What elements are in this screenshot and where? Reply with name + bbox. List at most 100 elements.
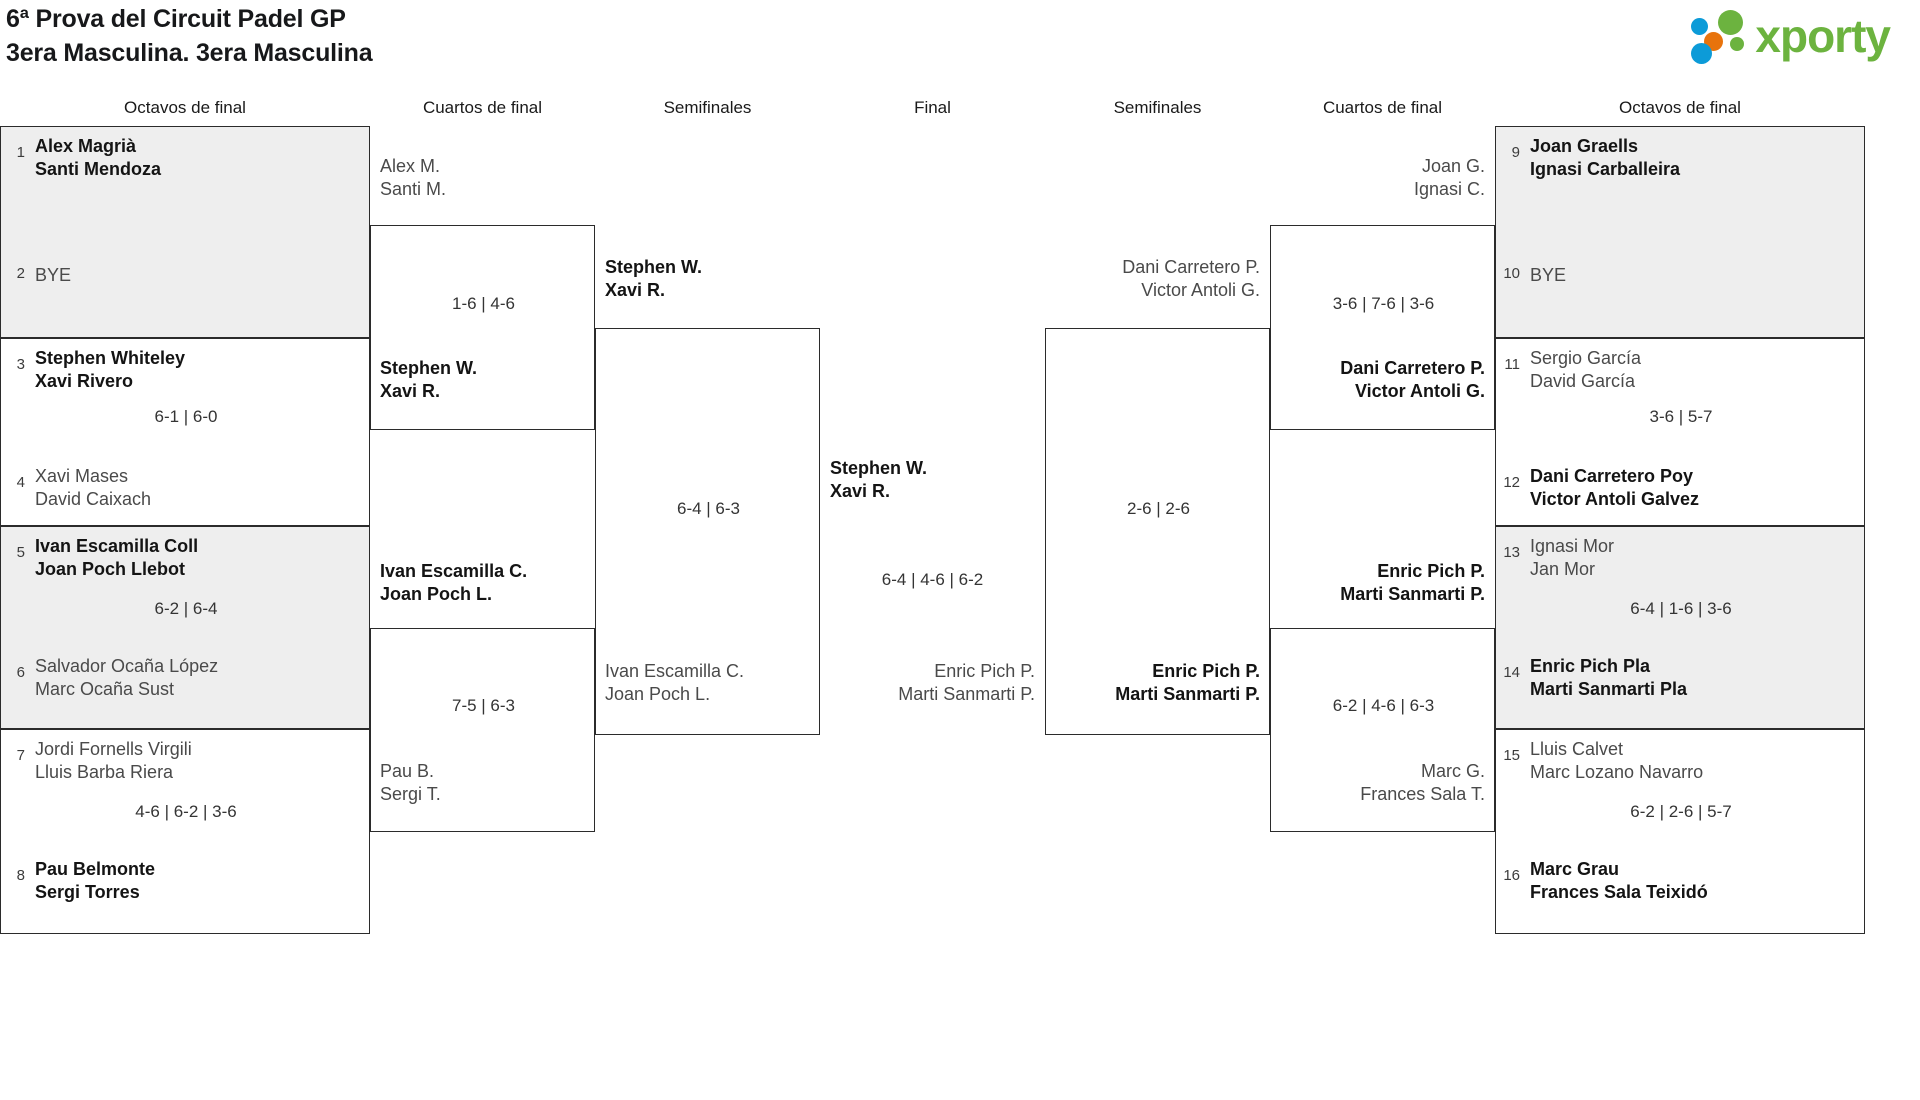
seed-number: 12 (1503, 474, 1520, 491)
team-r15: 15 Lluis Calvet Marc Lozano Navarro (1496, 738, 1703, 784)
team-rsf-bot: Enric Pich P. Marti Sanmarti P. (1115, 661, 1260, 704)
team-names: Salvador Ocaña López Marc Ocaña Sust (35, 656, 219, 699)
match-row-r3[interactable]: 13 Ignasi Mor Jan Mor 6-4 | 1-6 | 3-6 14… (1495, 526, 1865, 729)
score-l2: 6-1 | 6-0 (154, 407, 218, 426)
team-names: Joan Graells Ignasi Carballeira (1530, 136, 1681, 179)
team-l8: 8 Pau Belmonte Sergi Torres (1, 858, 155, 904)
team-r11: 11 Sergio García David García (1496, 347, 1641, 393)
team-l5: 5 Ivan Escamilla Coll Joan Poch Llebot (1, 535, 198, 581)
team-r16: 16 Marc Grau Frances Sala Teixidó (1496, 858, 1708, 904)
score-lsf: 6-4 | 6-3 (676, 499, 740, 518)
team-final-bot: Enric Pich P. Marti Sanmarti P. (898, 661, 1035, 704)
seed-number: 8 (16, 867, 25, 884)
team-names: Dani Carretero Poy Victor Antoli Galvez (1530, 466, 1700, 509)
team-lsf-bot: Ivan Escamilla C. Joan Poch L. (605, 661, 745, 704)
match-row-l3[interactable]: 5 Ivan Escamilla Coll Joan Poch Llebot 6… (0, 526, 370, 729)
team-r12: 12 Dani Carretero Poy Victor Antoli Galv… (1496, 465, 1699, 511)
team-lqf2-top: Ivan Escamilla C. Joan Poch L. (380, 561, 528, 604)
score-r2: 3-6 | 5-7 (1649, 407, 1713, 426)
bye-label: BYE (1530, 265, 1567, 285)
match-box-rqf2[interactable]: 6-2 | 4-6 | 6-3 (1270, 628, 1495, 832)
score-rsf: 2-6 | 2-6 (1126, 499, 1190, 518)
seed-number: 13 (1503, 544, 1520, 561)
team-lqf2-bot: Pau B. Sergi T. (380, 761, 441, 804)
seed-number: 2 (16, 265, 25, 282)
team-names: Enric Pich Pla Marti Sanmarti Pla (1530, 656, 1688, 699)
team-l1: 1 Alex Magrià Santi Mendoza (1, 135, 161, 181)
match-box-lqf1[interactable]: 1-6 | 4-6 (370, 225, 595, 430)
round-header-left-sf: Semifinales (663, 98, 752, 117)
team-l2: 2 BYE (1, 264, 71, 286)
team-names: Xavi Mases David Caixach (35, 466, 152, 509)
match-box-lqf2[interactable]: 7-5 | 6-3 (370, 628, 595, 832)
team-r10: 10 BYE (1496, 264, 1566, 286)
title-line-1: 6ª Prova del Circuit Padel GP (6, 5, 346, 33)
seed-number: 1 (16, 144, 25, 161)
team-l7: 7 Jordi Fornells Virgili Lluis Barba Rie… (1, 738, 192, 784)
team-rqf1-bot: Dani Carretero P. Victor Antoli G. (1340, 358, 1485, 401)
match-row-r4[interactable]: 15 Lluis Calvet Marc Lozano Navarro 6-2 … (1495, 729, 1865, 934)
seed-number: 14 (1503, 664, 1520, 681)
team-rqf2-bot: Marc G. Frances Sala T. (1360, 761, 1485, 804)
team-lqf1-bot: Stephen W. Xavi R. (380, 358, 478, 401)
seed-number: 15 (1503, 747, 1520, 764)
bye-label: BYE (35, 265, 72, 285)
match-box-rqf1[interactable]: 3-6 | 7-6 | 3-6 (1270, 225, 1495, 430)
score-rqf1: 3-6 | 7-6 | 3-6 (1332, 294, 1435, 313)
team-names: Pau Belmonte Sergi Torres (35, 859, 156, 902)
match-row-l2[interactable]: 3 Stephen Whiteley Xavi Rivero 6-1 | 6-0… (0, 338, 370, 526)
team-names: Ignasi Mor Jan Mor (1530, 536, 1615, 579)
seed-number: 6 (16, 664, 25, 681)
title-line-2: 3era Masculina. 3era Masculina (6, 39, 373, 67)
seed-number: 3 (16, 356, 25, 373)
seed-number: 16 (1503, 867, 1520, 884)
round-header-right-sf: Semifinales (1113, 98, 1202, 117)
team-names: Lluis Calvet Marc Lozano Navarro (1530, 739, 1704, 782)
score-rqf2: 6-2 | 4-6 | 6-3 (1332, 696, 1435, 715)
team-names: Alex Magrià Santi Mendoza (35, 136, 162, 179)
score-final: 6-4 | 4-6 | 6-2 (881, 570, 984, 589)
seed-number: 7 (16, 747, 25, 764)
team-names: Marc Grau Frances Sala Teixidó (1530, 859, 1708, 902)
seed-number: 11 (1504, 356, 1520, 373)
round-header-right-qf: Cuartos de final (1322, 98, 1443, 117)
score-l4: 4-6 | 6-2 | 3-6 (135, 802, 237, 821)
match-box-rsf[interactable]: 2-6 | 2-6 (1045, 328, 1270, 735)
team-names: Ivan Escamilla Coll Joan Poch Llebot (35, 536, 199, 579)
logo-wordmark: xporty (1755, 10, 1891, 62)
team-names: Jordi Fornells Virgili Lluis Barba Riera (35, 739, 192, 782)
score-r3: 6-4 | 1-6 | 3-6 (1630, 599, 1732, 618)
logo-dots-icon (1691, 10, 1753, 64)
team-l4: 4 Xavi Mases David Caixach (1, 465, 151, 511)
team-rqf1-top: Joan G. Ignasi C. (1413, 156, 1485, 199)
team-final-top: Stephen W. Xavi R. (830, 458, 928, 501)
team-l6: 6 Salvador Ocaña López Marc Ocaña Sust (1, 655, 218, 701)
round-header-left-qf: Cuartos de final (422, 98, 543, 117)
match-box-lsf[interactable]: 6-4 | 6-3 (595, 328, 820, 735)
round-header-left-r16: Octavos de final (124, 98, 246, 117)
match-row-r1[interactable]: 9 Joan Graells Ignasi Carballeira 10 BYE (1495, 126, 1865, 338)
round-header-final: Final (914, 98, 951, 117)
team-r13: 13 Ignasi Mor Jan Mor (1496, 535, 1614, 581)
match-row-r2[interactable]: 11 Sergio García David García 3-6 | 5-7 … (1495, 338, 1865, 526)
match-row-l4[interactable]: 7 Jordi Fornells Virgili Lluis Barba Rie… (0, 729, 370, 934)
team-r9: 9 Joan Graells Ignasi Carballeira (1496, 135, 1680, 181)
team-r14: 14 Enric Pich Pla Marti Sanmarti Pla (1496, 655, 1687, 701)
score-lqf2: 7-5 | 6-3 (451, 696, 515, 715)
team-rqf2-top: Enric Pich P. Marti Sanmarti P. (1340, 561, 1485, 604)
seed-number: 10 (1503, 265, 1520, 282)
score-r4: 6-2 | 2-6 | 5-7 (1630, 802, 1732, 821)
seed-number: 5 (16, 544, 25, 561)
seed-number: 9 (1511, 144, 1520, 161)
match-row-l1[interactable]: 1 Alex Magrià Santi Mendoza 2 BYE (0, 126, 370, 338)
round-header-right-r16: Octavos de final (1619, 98, 1741, 117)
team-names: Sergio García David García (1530, 348, 1642, 391)
team-names: Stephen Whiteley Xavi Rivero (35, 348, 186, 391)
team-l3: 3 Stephen Whiteley Xavi Rivero (1, 347, 185, 393)
team-lqf1-top: Alex M. Santi M. (380, 156, 447, 199)
score-lqf1: 1-6 | 4-6 (451, 294, 515, 313)
team-rsf-top: Dani Carretero P. Victor Antoli G. (1122, 257, 1260, 300)
team-lsf-top: Stephen W. Xavi R. (605, 257, 703, 300)
xporty-logo[interactable]: xporty (1691, 8, 1891, 64)
